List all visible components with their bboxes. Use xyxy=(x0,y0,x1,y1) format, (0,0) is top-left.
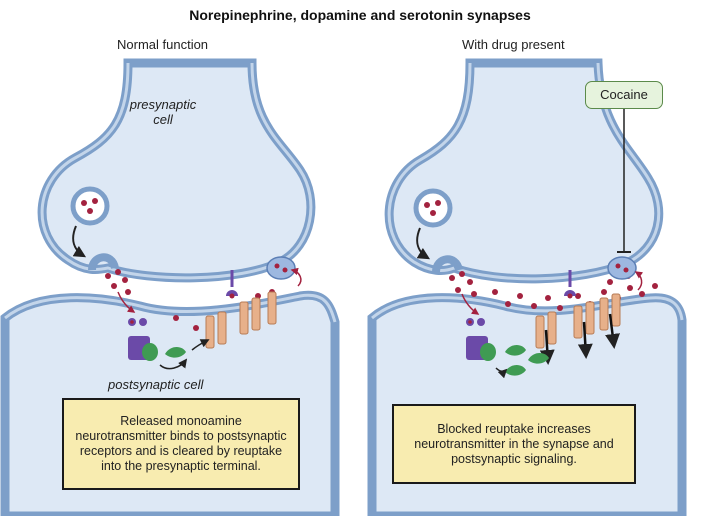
left-panel-heading: Normal function xyxy=(117,37,209,52)
left-signaling-complex xyxy=(128,318,210,370)
figure-title: Norepinephrine, dopamine and serotonin s… xyxy=(189,7,531,23)
right-caption-text: Blocked reuptake increases neurotransmit… xyxy=(414,421,614,466)
left-reuptake-transporter xyxy=(266,256,302,287)
right-exocytosis-arrow xyxy=(416,227,431,260)
right-autoreceptor xyxy=(564,270,576,299)
right-blocked-transporter xyxy=(607,256,644,291)
right-panel-heading: With drug present xyxy=(462,37,565,52)
left-neurotransmitter-cluster xyxy=(105,269,275,331)
left-vesicle xyxy=(70,186,110,226)
left-autoreceptor xyxy=(226,270,238,299)
left-caption-text: Released monoamine neurotransmitter bind… xyxy=(75,414,287,473)
right-signaling-complex xyxy=(466,318,549,379)
left-exocytosis-arrow xyxy=(72,225,87,258)
postsynaptic-cell-label: postsynaptic cell xyxy=(108,377,204,392)
presynaptic-cell-label: presynaptic cell xyxy=(129,97,197,127)
right-caption-box: Blocked reuptake increases neurotransmit… xyxy=(392,404,636,484)
right-vesicle xyxy=(413,188,453,228)
left-caption-box: Released monoamine neurotransmitter bind… xyxy=(62,398,300,490)
left-presynaptic-cell xyxy=(37,58,316,283)
cocaine-label-box: Cocaine xyxy=(585,81,663,109)
